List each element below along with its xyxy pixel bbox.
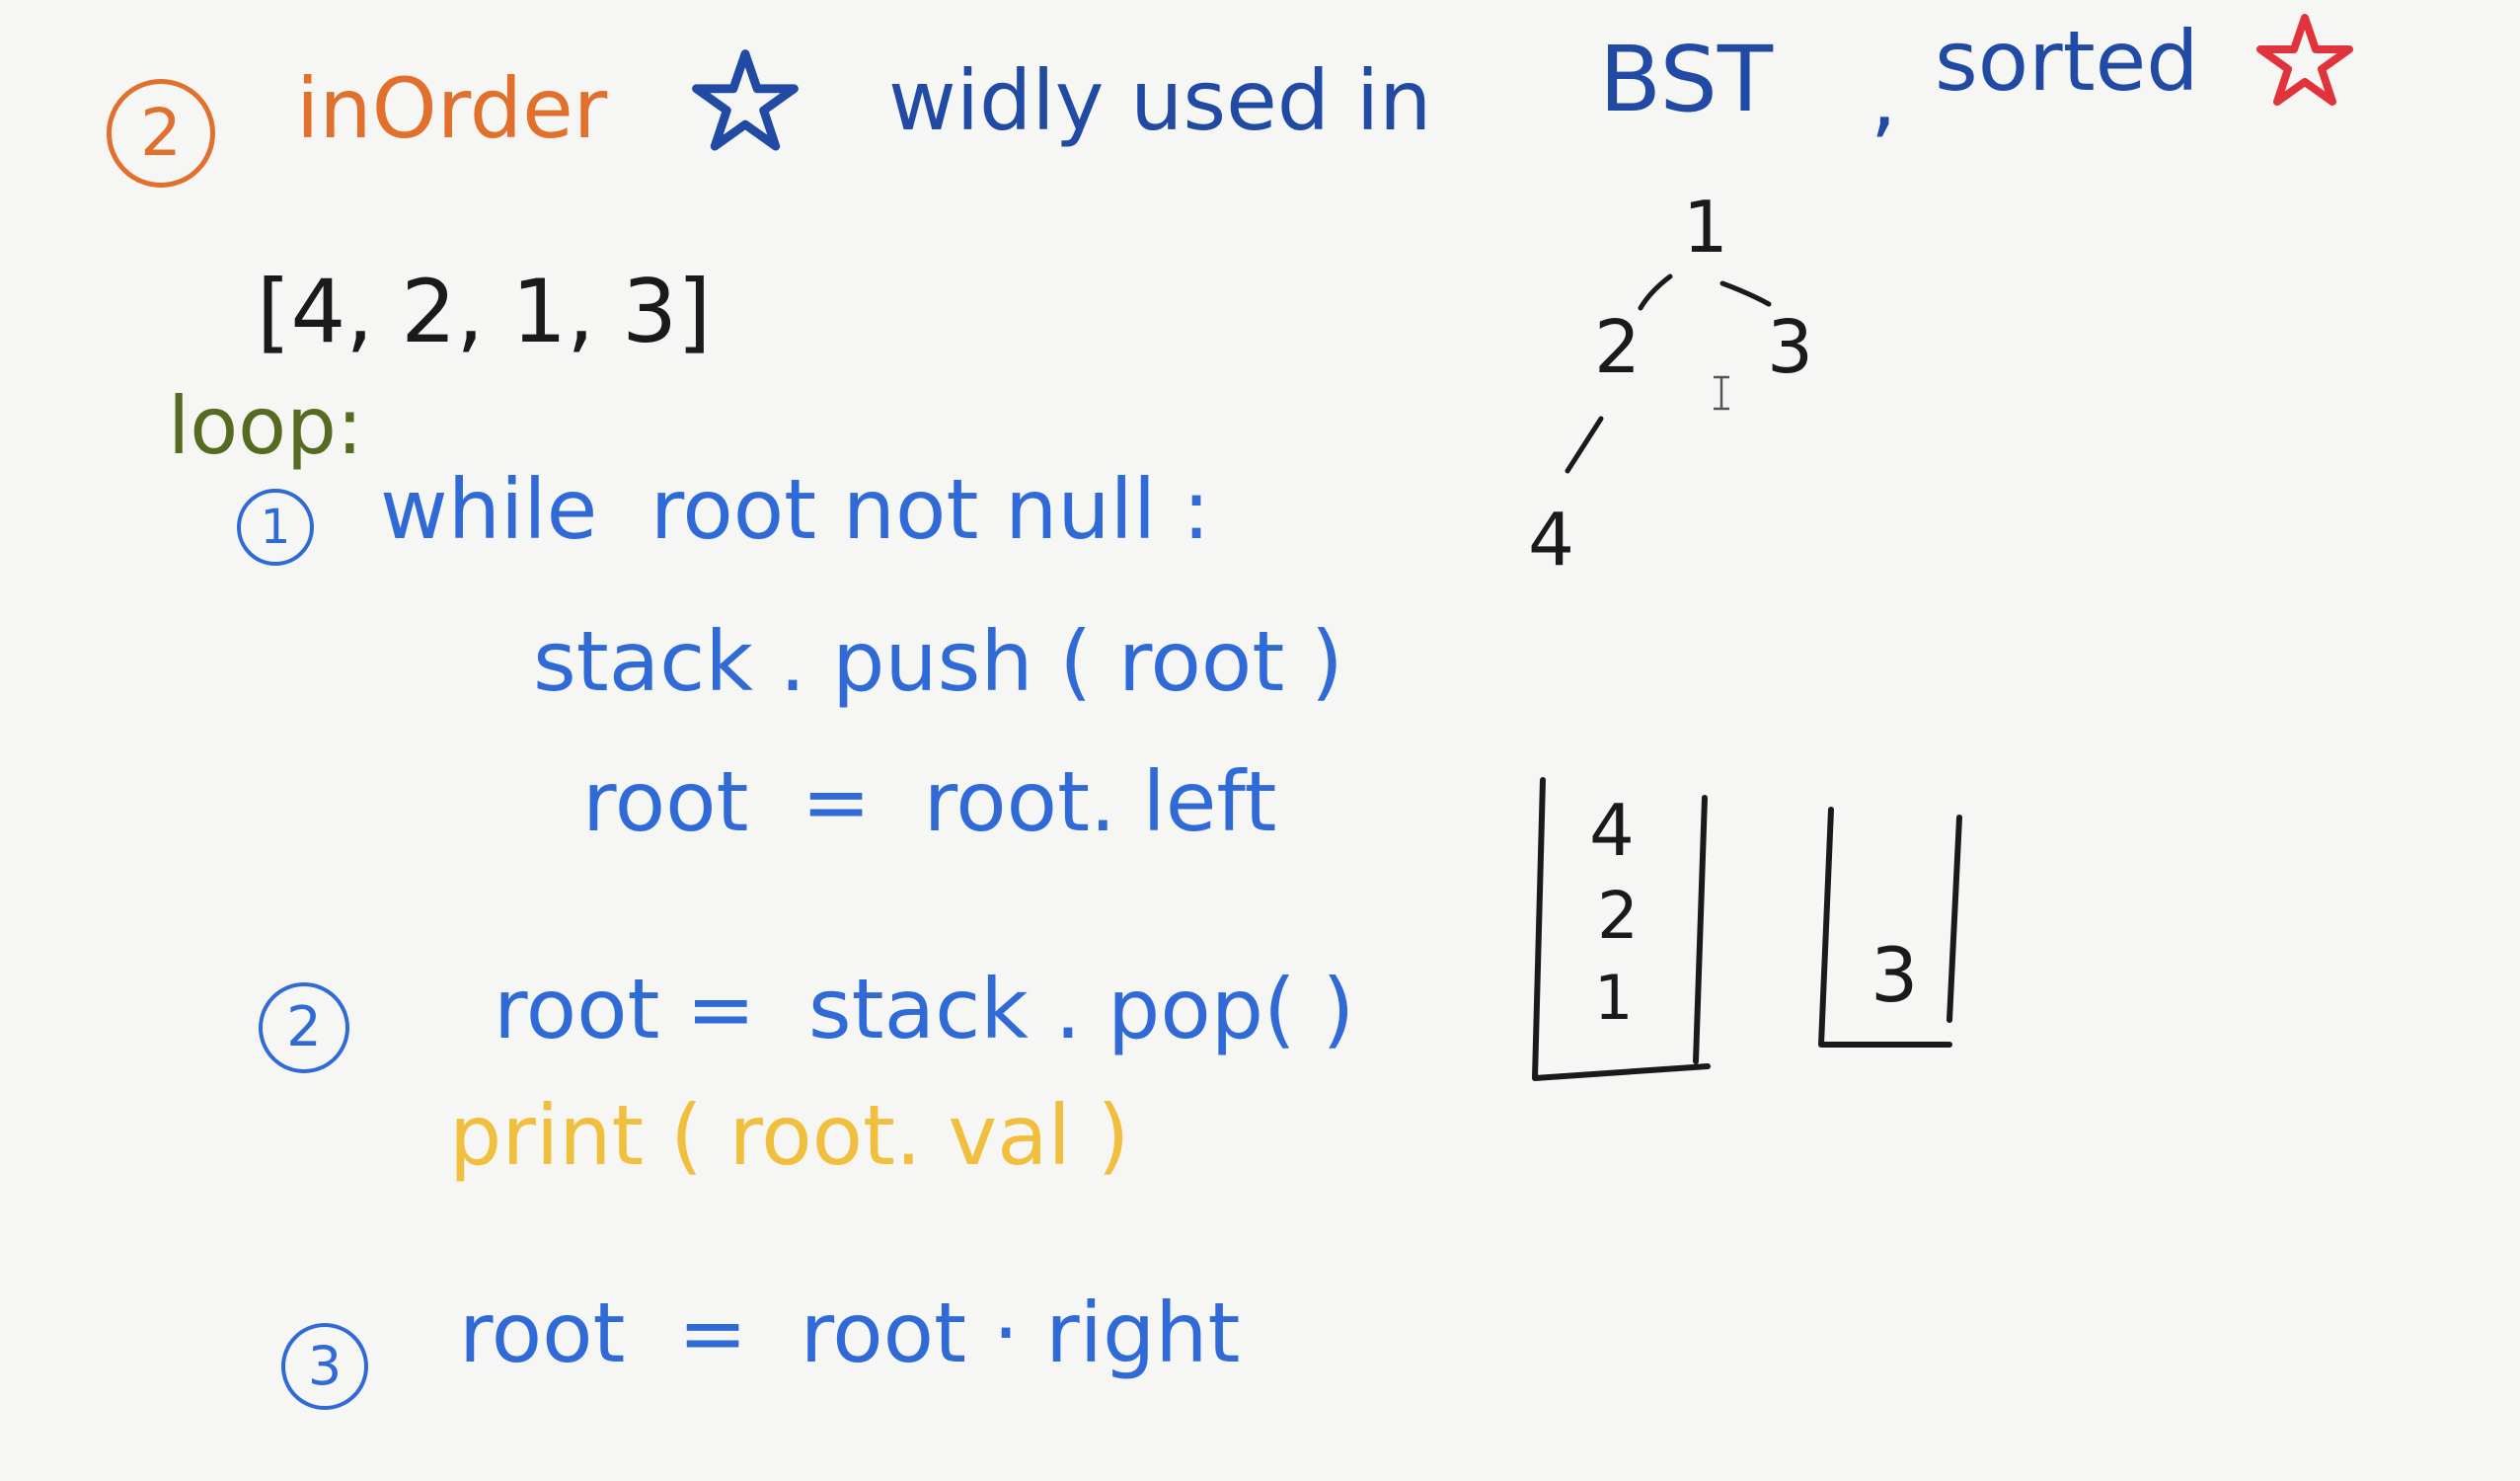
text-cursor-icon	[1714, 375, 1729, 411]
heading-number: 2	[140, 95, 182, 171]
step-1-number-circle: 1	[237, 489, 314, 566]
red-star-icon	[2256, 14, 2353, 106]
step-3-number: 3	[307, 1335, 343, 1397]
tree-edge-root-left	[1638, 273, 1673, 311]
stack-1-item-2: 2	[1597, 878, 1639, 954]
tree-node-left: 2	[1594, 305, 1642, 390]
step-1-number: 1	[260, 500, 291, 555]
stack-1-item-3: 1	[1594, 962, 1634, 1034]
tree-edge-left-left	[1565, 416, 1604, 474]
step-2-number: 2	[286, 995, 322, 1059]
step-1-line-2: stack . push ( root )	[533, 613, 1343, 710]
heading-sorted: sorted	[1935, 13, 2199, 110]
tree-node-left-left: 4	[1528, 498, 1575, 583]
stack-2-item-1: 3	[1871, 931, 1919, 1019]
step-2-line-2: print ( root. val )	[449, 1087, 1130, 1184]
step-2-number-circle: 2	[259, 982, 349, 1073]
step-2-line-1: root = stack . pop( )	[494, 961, 1355, 1057]
traversal-result: [4, 2, 1, 3]	[257, 261, 712, 362]
heading-note: widly used in	[888, 52, 1432, 149]
heading-number-circle: 2	[107, 79, 215, 188]
step-3-line-1: root = root · right	[459, 1285, 1241, 1381]
stack-1-item-1: 4	[1589, 789, 1635, 872]
step-3-number-circle: 3	[281, 1323, 368, 1410]
tree-node-right: 3	[1767, 305, 1814, 390]
heading-separator: ,	[1871, 50, 1897, 147]
stack-2-outline	[1818, 807, 1962, 1048]
heading-title: inOrder	[296, 60, 608, 157]
tree-edge-root-right	[1719, 280, 1772, 307]
tree-node-root: 1	[1683, 186, 1728, 269]
heading-bst: BST	[1599, 27, 1774, 132]
step-1-line-1: while root not null :	[380, 461, 1211, 558]
step-1-line-3: root = root. left	[582, 753, 1277, 850]
loop-label: loop:	[168, 380, 363, 472]
navy-star-icon	[692, 49, 799, 151]
stack-1-outline	[1532, 777, 1711, 1081]
